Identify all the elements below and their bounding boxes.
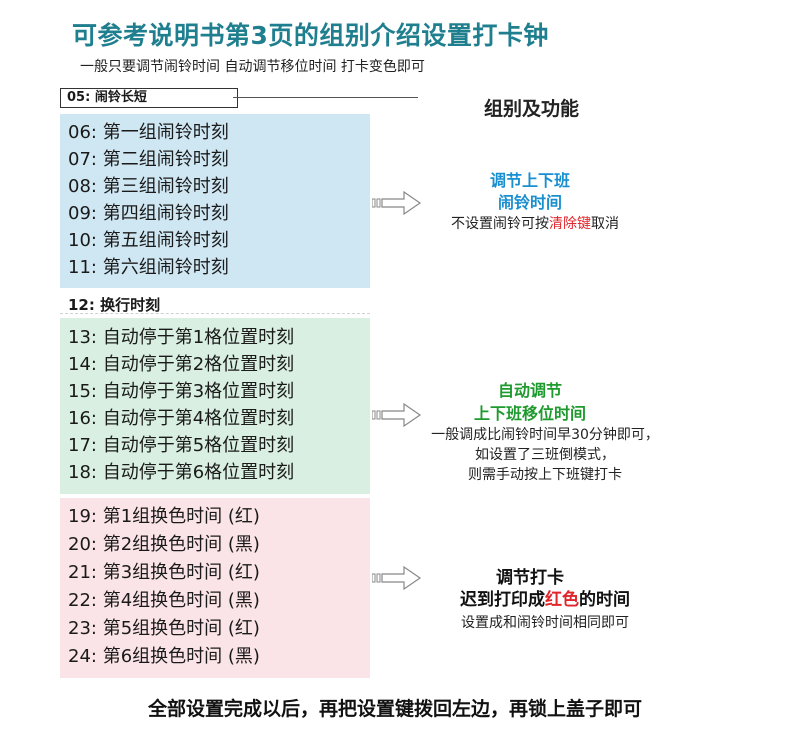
right-outline-arrow-icon [372,190,422,216]
footer-instruction: 全部设置完成以后，再把设置键拨回左边，再锁上盖子即可 [147,698,642,720]
note-punch-heading-1: 调节打卡 [496,568,564,588]
note-alarm-body-prefix: 不设置闹铃可按 [451,216,549,232]
clear-key-highlight: 清除键 [549,216,591,232]
list-item: 14: 自动停于第2格位置时刻 [68,354,295,375]
note-shift-body-1: 一般调成比闹铃时间早30分钟即可， [431,427,659,443]
right-outline-arrow-icon [372,402,422,428]
list-item: 13: 自动停于第1格位置时刻 [68,327,295,348]
list-item: 10: 第五组闹铃时刻 [68,230,229,251]
list-item: 24: 第6组换色时间 (黑) [68,646,260,667]
item-05-alarm-length: 05: 闹铃长短 [60,88,238,108]
note-punch-heading-2-prefix: 迟到打印成 [460,590,545,610]
list-item: 08: 第三组闹铃时刻 [68,176,229,197]
list-item: 19: 第1组换色时间 (红) [68,506,260,527]
right-outline-arrow-icon [372,565,422,591]
list-item: 18: 自动停于第6格位置时刻 [68,462,295,483]
note-alarm-heading-1: 调节上下班 [489,171,570,190]
note-shift-heading-2: 上下班移位时间 [473,404,586,423]
note-shift-body-3: 则需手动按上下班键打卡 [468,467,622,483]
list-item: 22: 第4组换色时间 (黑) [68,590,260,611]
list-item: 07: 第二组闹铃时刻 [68,149,229,170]
divider-line [233,97,418,98]
item-12-line-feed-time: 12: 换行时刻 [68,296,161,314]
note-alarm-heading-2: 闹铃时间 [497,193,562,212]
note-alarm-body: 不设置闹铃可按清除键取消 [420,213,650,233]
list-item: 11: 第六组闹铃时刻 [68,257,229,278]
list-item: 16: 自动停于第4格位置时刻 [68,408,295,429]
note-punch-body: 设置成和闹铃时间相同即可 [461,615,629,631]
red-color-highlight: 红色 [545,590,579,610]
note-punch-heading-2: 迟到打印成红色的时间 [400,585,690,610]
note-punch-heading-2-suffix: 的时间 [579,590,630,610]
list-item: 20: 第2组换色时间 (黑) [68,534,260,555]
note-alarm-body-suffix: 取消 [591,216,619,232]
list-item: 17: 自动停于第5格位置时刻 [68,435,295,456]
group-title: 组别及功能 [484,98,580,120]
dashed-divider [60,313,370,314]
page-title: 可参考说明书第3页的组别介绍设置打卡钟 [72,21,549,50]
note-shift-body-2: 如设置了三班倒模式， [475,447,615,463]
list-item: 23: 第5组换色时间 (红) [68,618,260,639]
color-change-panel: 19: 第1组换色时间 (红) 20: 第2组换色时间 (黑) 21: 第3组换… [60,498,370,678]
list-item: 06: 第一组闹铃时刻 [68,122,229,143]
note-shift-heading-1: 自动调节 [497,381,562,400]
alarm-times-panel: 06: 第一组闹铃时刻 07: 第二组闹铃时刻 08: 第三组闹铃时刻 09: … [60,114,370,288]
list-item: 09: 第四组闹铃时刻 [68,203,229,224]
page-subtitle: 一般只要调节闹铃时间 自动调节移位时间 打卡变色即可 [80,59,425,75]
list-item: 15: 自动停于第3格位置时刻 [68,381,295,402]
list-item: 21: 第3组换色时间 (红) [68,562,260,583]
auto-shift-panel: 13: 自动停于第1格位置时刻 14: 自动停于第2格位置时刻 15: 自动停于… [60,318,370,494]
